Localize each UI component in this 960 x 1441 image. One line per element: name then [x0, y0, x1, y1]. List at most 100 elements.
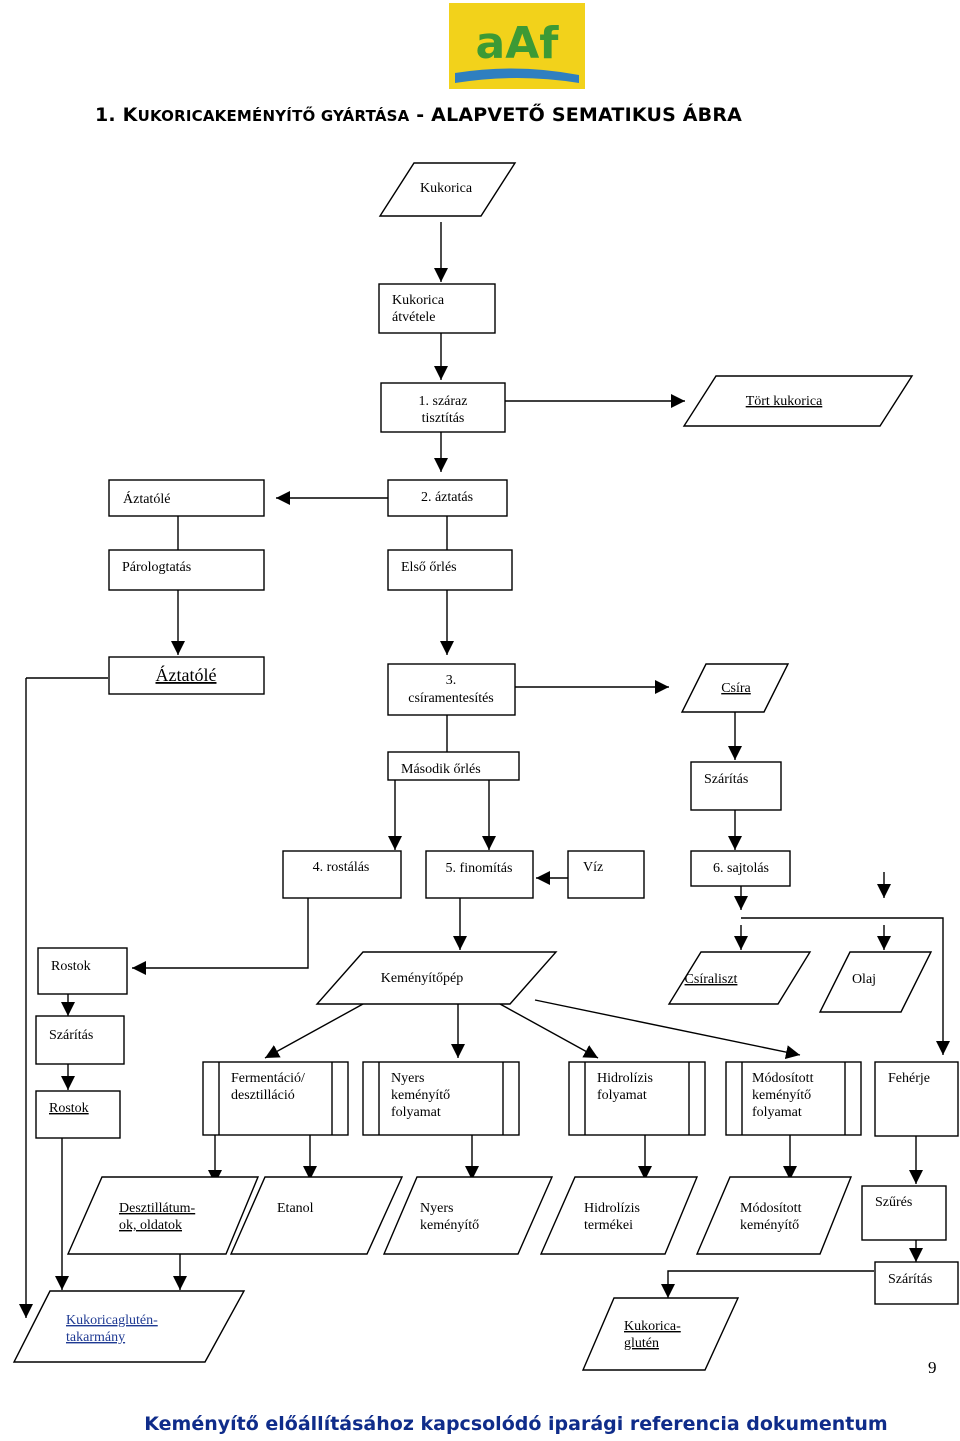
- node-takarmany-label-1: Kukoricaglutén-: [66, 1313, 158, 1328]
- node-tort-kukorica: Tört kukorica: [682, 375, 914, 427]
- node-fermentacio: Fermentáció/ desztilláció: [202, 1061, 349, 1136]
- node-modositott-foly-label-1: Módosított: [752, 1071, 814, 1086]
- node-rostalas-label: 4. rostálás: [313, 860, 370, 875]
- node-aztatole-1-label: Áztatólé: [123, 490, 170, 507]
- node-aztatas-label: 2. áztatás: [421, 490, 473, 505]
- node-csiraliszt-label: Csíraliszt: [685, 972, 738, 987]
- node-nyers-foly-label-1: Nyers: [391, 1071, 424, 1086]
- node-rostok-1: Rostok: [37, 947, 128, 995]
- node-szaritas-feherje: Szárítás: [874, 1261, 959, 1305]
- logo-text: aAf: [476, 18, 560, 69]
- node-kukoricaguten-label-1: Kukorica-: [624, 1319, 681, 1334]
- node-viz-label: Víz: [583, 860, 603, 875]
- node-szures-label: Szűrés: [875, 1195, 912, 1210]
- node-hidrolizis-term-label-1: Hidrolízis: [584, 1201, 640, 1216]
- node-csiraliszt: Csíraliszt: [667, 951, 812, 1005]
- node-aztatole-1: Áztatólé: [108, 479, 265, 517]
- arrow-pep-to-modositott: [534, 999, 801, 1060]
- node-szaraz-label-2: tisztítás: [422, 411, 465, 426]
- node-modositott-kem-label-1: Módosított: [740, 1201, 802, 1216]
- node-olaj-label: Olaj: [852, 972, 876, 987]
- node-aztatole-2-label: Áztatólé: [156, 664, 217, 685]
- node-sajtolas-label: 6. sajtolás: [713, 861, 769, 876]
- node-rostok-1-label: Rostok: [51, 959, 91, 974]
- node-viz: Víz: [567, 850, 645, 899]
- title-rest: - ALAPVETŐ SEMATIKUS ÁBRA: [409, 104, 743, 126]
- node-takarmany-label-2: takarmány: [66, 1330, 125, 1345]
- node-modositott-kem-label-2: keményítő: [740, 1218, 799, 1233]
- node-hidrolizis-folyamat: Hidrolízis folyamat: [568, 1061, 706, 1136]
- node-kukorica-label: Kukorica: [420, 181, 473, 196]
- node-kukorica: Kukorica: [378, 162, 517, 217]
- node-aztatas: 2. áztatás: [387, 479, 508, 517]
- node-finomitas: 5. finomítás: [425, 850, 534, 899]
- node-szures: Szűrés: [861, 1185, 947, 1241]
- node-modositott-foly-label-2: keményítő: [752, 1088, 811, 1103]
- connectors: [19, 222, 950, 1318]
- node-feherje: Fehérje: [874, 1061, 959, 1137]
- node-hidrolizis-foly-label-2: folyamat: [597, 1088, 647, 1103]
- title-number: 1.: [95, 104, 123, 126]
- title-small-caps: UKORICAKEMÉNYÍTŐ GYÁRTÁSA: [137, 107, 410, 125]
- node-modositott-kemenyito: Módosított keményítő: [695, 1176, 853, 1255]
- node-desztillatum-label-2: ok, oldatok: [119, 1218, 182, 1233]
- node-ferment-label-2: desztilláció: [231, 1088, 295, 1103]
- title-first-letter: K: [122, 104, 138, 126]
- arrow-pep-to-ferment: [264, 1003, 364, 1059]
- node-csiramentes-label-1: 3.: [446, 673, 457, 688]
- node-elso-orles-label: Első őrlés: [401, 560, 457, 575]
- node-hidrolizis-foly-label-1: Hidrolízis: [597, 1071, 653, 1086]
- node-kukoricaguten: Kukorica- glutén: [581, 1297, 740, 1371]
- node-desztillatum: Desztillátum- ok, oldatok: [66, 1176, 260, 1255]
- node-atvetel-label-2: átvétele: [392, 310, 436, 325]
- node-finomitas-label: 5. finomítás: [446, 861, 513, 876]
- node-feherje-label: Fehérje: [888, 1071, 930, 1086]
- node-szaritas-csira-label: Szárítás: [704, 772, 748, 787]
- node-ferment-label-1: Fermentáció/: [231, 1071, 305, 1086]
- footer-text: Keményítő előállításához kapcsolódó ipar…: [144, 1413, 888, 1435]
- node-kemenyitopep-label: Keményítőpép: [381, 971, 463, 986]
- node-masodik-orles-label: Második őrlés: [401, 762, 481, 777]
- arrow-rostalas-to-rostok: [132, 898, 309, 975]
- node-szaraz-label-1: 1. száraz: [419, 394, 468, 409]
- node-kukoricaglutentakarmany: Kukoricaglutén- takarmány: [12, 1290, 246, 1363]
- node-rostalas: 4. rostálás: [282, 850, 402, 899]
- node-csira: Csíra: [680, 663, 790, 713]
- node-szaritas-rost-label: Szárítás: [49, 1028, 93, 1043]
- node-szaritas-csira: Szárítás: [690, 761, 782, 811]
- node-modositott-folyamat: Módosított keményítő folyamat: [725, 1061, 862, 1136]
- page-title: 1. KUKORICAKEMÉNYÍTŐ GYÁRTÁSA - ALAPVETŐ…: [95, 104, 742, 126]
- node-rostok-2: Rostok: [35, 1090, 121, 1139]
- node-parologtatas: Párologtatás: [108, 549, 265, 591]
- aaf-logo: aAf: [449, 3, 585, 89]
- node-sajtolas: 6. sajtolás: [690, 850, 791, 887]
- node-kukoricaguten-label-2: glutén: [624, 1336, 659, 1351]
- node-parologtatas-label: Párologtatás: [122, 560, 191, 575]
- node-nyers-foly-label-2: keményítő: [391, 1088, 450, 1103]
- page-number: 9: [928, 1358, 937, 1377]
- node-modositott-foly-label-3: folyamat: [752, 1105, 802, 1120]
- node-szaritas-rost: Szárítás: [35, 1015, 125, 1065]
- node-nyers-kem-label-2: keményítő: [420, 1218, 479, 1233]
- node-szaritas-feherje-label: Szárítás: [888, 1272, 932, 1287]
- node-etanol-label: Etanol: [277, 1201, 314, 1216]
- node-tort-label: Tört kukorica: [746, 394, 823, 409]
- node-csiramentes-label-2: csíramentesítés: [408, 691, 494, 706]
- arrow-pep-to-hidrolizis: [499, 1003, 599, 1059]
- node-rostok-2-label: Rostok: [49, 1101, 89, 1116]
- node-nyers-kem-label-1: Nyers: [420, 1201, 453, 1216]
- node-elso-orles: Első őrlés: [387, 549, 513, 591]
- arrow-to-feherje: [741, 917, 950, 1055]
- node-masodik-orles: Második őrlés: [387, 751, 520, 781]
- node-atvetel-label-1: Kukorica: [392, 293, 445, 308]
- node-csiramentesites: 3. csíramentesítés: [387, 663, 516, 716]
- logo-swoosh: [455, 68, 579, 83]
- node-szaraz-tisztitas: 1. száraz tisztítás: [380, 382, 506, 433]
- node-hidrolizis-term-label-2: termékei: [584, 1218, 633, 1233]
- node-nyers-kemenyito: Nyers keményítő: [382, 1176, 554, 1255]
- node-etanol: Etanol: [229, 1176, 404, 1255]
- node-aztatole-2: Áztatólé: [108, 656, 265, 695]
- node-kemenyitopep: Keményítőpép: [315, 951, 558, 1005]
- node-atvetel: Kukorica átvétele: [378, 283, 496, 334]
